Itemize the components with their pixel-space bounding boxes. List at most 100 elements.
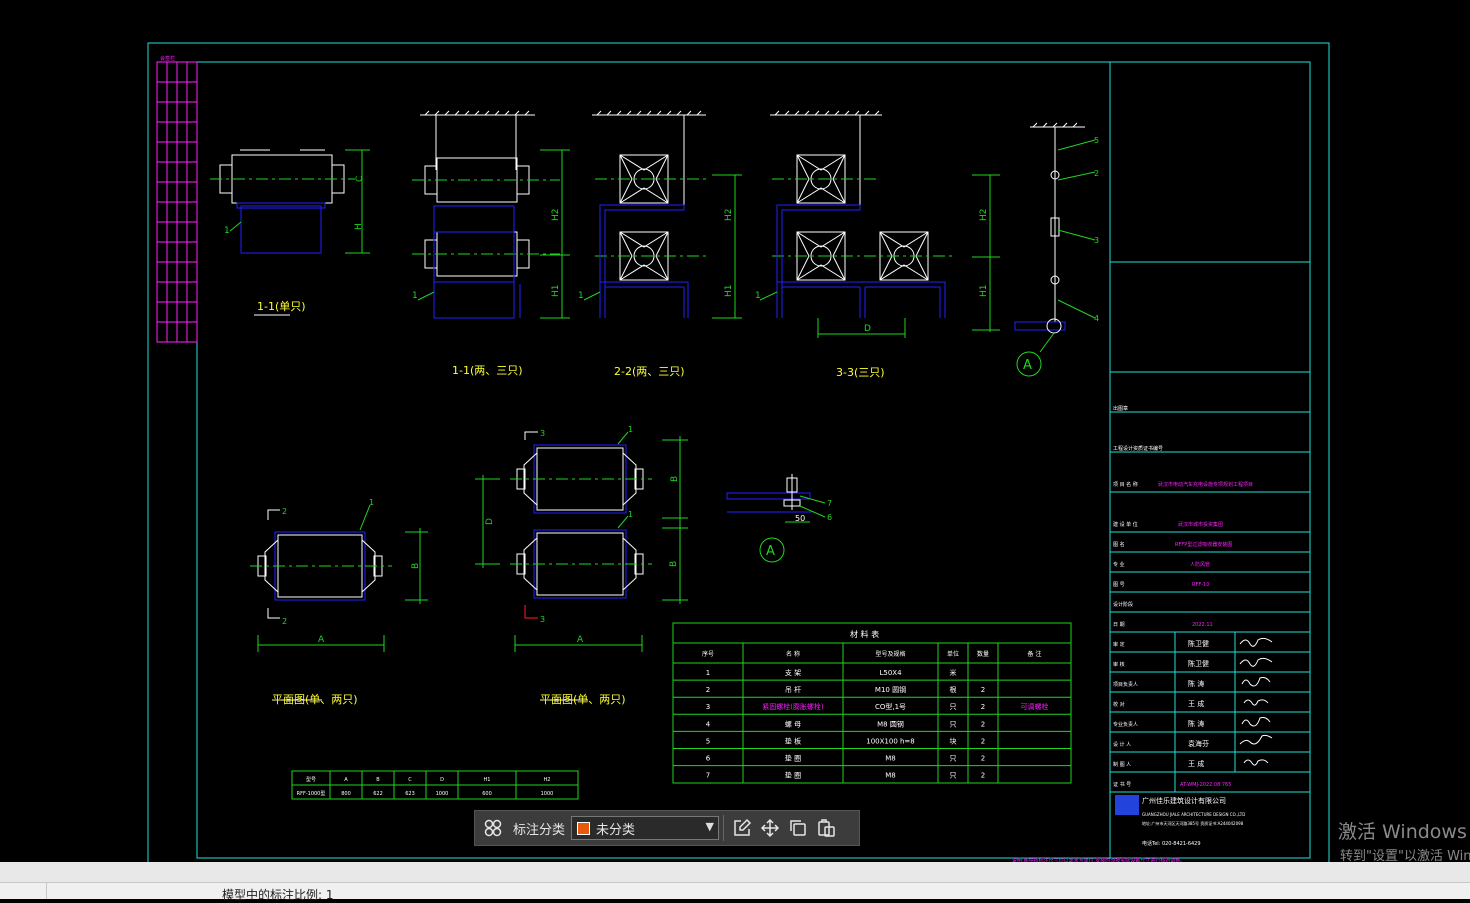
tb-draw-label: 制 图 人 bbox=[1113, 761, 1131, 768]
title-block bbox=[1109, 62, 1310, 858]
dim-table-header: H2 bbox=[544, 777, 551, 783]
parts-table-cell: 支 架 bbox=[785, 668, 801, 677]
tb-design-label: 设 计 人 bbox=[1113, 741, 1131, 748]
parts-table-cell: 4 bbox=[706, 720, 711, 728]
callout-2-b: 2 bbox=[282, 507, 287, 516]
edit-icon[interactable] bbox=[728, 814, 756, 842]
signatures bbox=[1239, 637, 1273, 766]
tb-review: 陈卫健 bbox=[1188, 659, 1209, 668]
callout-3: 3 bbox=[1094, 236, 1099, 245]
dim-h: H bbox=[354, 223, 364, 230]
tb-drawing-name-label: 图 名 bbox=[1113, 541, 1125, 548]
dim-h2-b: H2 bbox=[724, 209, 734, 222]
label-plan-single: 平面图(单、两只) bbox=[272, 693, 358, 706]
dim-table-header: A bbox=[344, 777, 348, 783]
status-cell[interactable] bbox=[0, 883, 47, 899]
dim-table-cell: 800 bbox=[341, 791, 351, 797]
parts-table-cell: CO型,1号 bbox=[875, 702, 906, 711]
dim-table-header: C bbox=[408, 777, 412, 783]
tb-review-label: 审 核 bbox=[1113, 661, 1125, 668]
title-block-labels: 出图章 工程设计资质证书编号 项 目 名 称 建 设 单 位 图 名 专 业 图… bbox=[1113, 405, 1163, 788]
parts-table-header: 单位 bbox=[947, 650, 959, 658]
dim-table-header: D bbox=[440, 777, 444, 783]
parts-table-header: 序号 bbox=[702, 650, 714, 658]
annotation-scale-text: 模型中的标注比例: 1 bbox=[222, 888, 334, 902]
label-view-3-3: 3-3(三只) bbox=[836, 366, 885, 379]
move-icon[interactable] bbox=[756, 814, 784, 842]
parts-table-cell: M8 圆钢 bbox=[877, 719, 904, 728]
parts-table-cell: M8 bbox=[885, 755, 896, 763]
dim-table-cell: 623 bbox=[405, 791, 415, 797]
chevron-down-icon: ▼ bbox=[705, 820, 715, 833]
category-select[interactable]: 未分类 ▼ bbox=[571, 816, 720, 840]
paste-icon[interactable] bbox=[812, 814, 840, 842]
parts-table-cell: M10 圆钢 bbox=[875, 685, 906, 694]
tb-prof-lead-label: 专业负责人 bbox=[1113, 721, 1138, 728]
parts-table-title: 材 料 表 bbox=[850, 629, 879, 639]
parts-table-cell: 1 bbox=[706, 669, 710, 677]
parts-table-cell: 只 bbox=[950, 720, 957, 728]
parts-table-cell: 2 bbox=[981, 703, 985, 711]
dim-b-c: B bbox=[669, 561, 679, 567]
copy-icon[interactable] bbox=[784, 814, 812, 842]
label-view-2-2: 2-2(两、三只) bbox=[614, 365, 685, 378]
dim-50: 50 bbox=[795, 514, 805, 523]
tb-spec: 人防风管 bbox=[1190, 561, 1210, 568]
parts-table-header: 型号及规格 bbox=[875, 650, 905, 658]
parts-table-cell: 根 bbox=[950, 685, 957, 694]
hanger-detail bbox=[1014, 122, 1096, 377]
tb-company-en: GUANGZHOU JIALE ARCHITECTURE DESIGN CO.,… bbox=[1142, 812, 1245, 817]
tb-approve: 陈卫健 bbox=[1188, 639, 1209, 648]
callout-1-f: 1 bbox=[628, 425, 633, 434]
tb-stage-label: 设计阶段 bbox=[1113, 601, 1133, 608]
parts-table-cell: 2 bbox=[706, 686, 710, 694]
tb-date: 2022.11 bbox=[1192, 622, 1213, 628]
tb-client: 武汉市城市投资集团 bbox=[1178, 521, 1223, 528]
tb-number: RFF-10 bbox=[1192, 582, 1209, 588]
parts-table-cell: 只 bbox=[950, 755, 957, 763]
tb-client-label: 建 设 单 位 bbox=[1113, 521, 1138, 528]
dim-table-cell: 622 bbox=[373, 791, 383, 797]
callout-7: 7 bbox=[827, 499, 832, 508]
inner-frame bbox=[196, 61, 1311, 859]
category-label: 标注分类 bbox=[513, 822, 566, 838]
label-view-1-1-double: 1-1(两、三只) bbox=[452, 364, 523, 377]
grid-icon[interactable] bbox=[479, 814, 507, 842]
parts-table-cell: 5 bbox=[706, 737, 710, 745]
title-block-values: 武汉市电动汽车充电设施专项规划工程项目 武汉市城市投资集团 RFFP型过滤吸收器… bbox=[1158, 481, 1253, 788]
tb-project: 武汉市电动汽车充电设施专项规划工程项目 bbox=[1158, 481, 1253, 488]
parts-table-cell: 只 bbox=[950, 772, 957, 780]
parts-table-cell: 米 bbox=[950, 668, 957, 677]
parts-table-header: 备 注 bbox=[1028, 650, 1042, 658]
callout-2: 2 bbox=[1094, 169, 1099, 178]
callout-1-g: 1 bbox=[628, 510, 633, 519]
status-bar: 模型中的标注比例: 1 bbox=[0, 862, 1470, 902]
dim-h1-b: H1 bbox=[724, 285, 734, 298]
left-signature-strip bbox=[156, 61, 198, 343]
parts-table-header: 数量 bbox=[977, 650, 989, 658]
dim-h2: H2 bbox=[551, 209, 561, 222]
parts-table-cell: 块 bbox=[950, 736, 957, 745]
tb-approve-label: 审 定 bbox=[1113, 641, 1125, 648]
category-color-swatch bbox=[577, 821, 591, 835]
parts-table-cell: 垫 板 bbox=[785, 736, 801, 745]
parts-table-cell: 可调螺栓 bbox=[1021, 702, 1049, 711]
company-info: 广州佳乐建筑设计有限公司 GUANGZHOU JIALE ARCHITECTUR… bbox=[1142, 796, 1245, 847]
callout-1-b: 1 bbox=[412, 291, 418, 301]
tb-cert-label: 证 书 号 bbox=[1113, 781, 1131, 788]
tb-design-unit: 工程设计资质证书编号 bbox=[1113, 445, 1163, 452]
callout-5: 5 bbox=[1094, 136, 1099, 145]
dim-c: C bbox=[355, 176, 365, 182]
dimension-table bbox=[291, 770, 579, 800]
tb-check-label: 校 对 bbox=[1113, 701, 1125, 708]
dim-d: D bbox=[864, 324, 871, 334]
windows-activation-hint: 转到"设置"以激活 Windows。 bbox=[1340, 849, 1470, 864]
tb-cert: AT-WMJ-2022.08.765 bbox=[1180, 782, 1231, 788]
dim-b: B bbox=[411, 563, 421, 569]
callout-4: 4 bbox=[1094, 314, 1099, 323]
plan-single bbox=[250, 504, 428, 701]
tb-company-addr: 地址:广州市天河区天河路385号 资质证书:A244042098 bbox=[1142, 820, 1244, 826]
toolbar-divider bbox=[723, 815, 725, 841]
label-plan-double: 平面图(单、两只) bbox=[540, 693, 626, 706]
